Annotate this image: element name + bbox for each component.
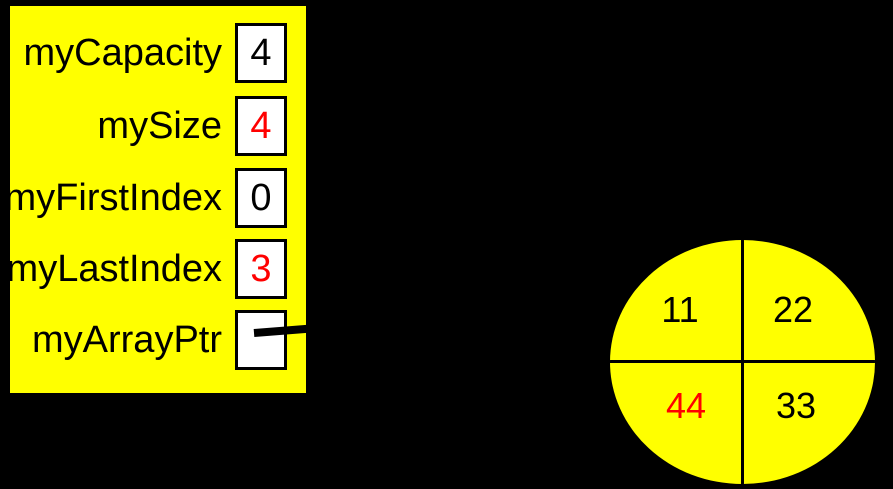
value-text-myfirstindex: 0 <box>250 176 272 219</box>
value-box-mycapacity: 4 <box>235 23 287 83</box>
field-label-mysize: mySize <box>97 105 222 147</box>
quadrant-value-bottom-left: 44 <box>665 385 707 426</box>
value-text-mylastindex: 3 <box>250 247 272 290</box>
field-row-myfirstindex: myFirstIndex 0 <box>5 168 306 228</box>
field-row-mycapacity: myCapacity 4 <box>10 23 306 83</box>
quadrant-value-bottom-right: 33 <box>775 385 817 426</box>
value-box-myarrayptr <box>235 310 287 370</box>
field-row-myarrayptr: myArrayPtr <box>10 310 306 370</box>
field-label-myfirstindex: myFirstIndex <box>4 177 222 219</box>
value-box-mylastindex: 3 <box>235 239 287 299</box>
quadrant-value-top-right: 22 <box>772 289 814 330</box>
field-label-mylastindex: myLastIndex <box>6 248 222 290</box>
record-panel: myCapacity 4 mySize 4 myFirstIndex 0 myL… <box>5 6 306 393</box>
value-box-mysize: 4 <box>235 96 287 156</box>
circular-array: 11 22 33 44 <box>610 240 875 484</box>
field-label-mycapacity: myCapacity <box>23 32 223 74</box>
quadrant-value-top-left: 11 <box>661 289 699 330</box>
value-text-mysize: 4 <box>250 104 272 147</box>
field-row-mysize: mySize 4 <box>10 96 306 156</box>
circle-horizontal-divider <box>610 360 875 363</box>
field-row-mylastindex: myLastIndex 3 <box>7 239 306 299</box>
value-text-mycapacity: 4 <box>250 31 272 74</box>
field-label-myarrayptr: myArrayPtr <box>32 319 222 361</box>
value-box-myfirstindex: 0 <box>235 168 287 228</box>
